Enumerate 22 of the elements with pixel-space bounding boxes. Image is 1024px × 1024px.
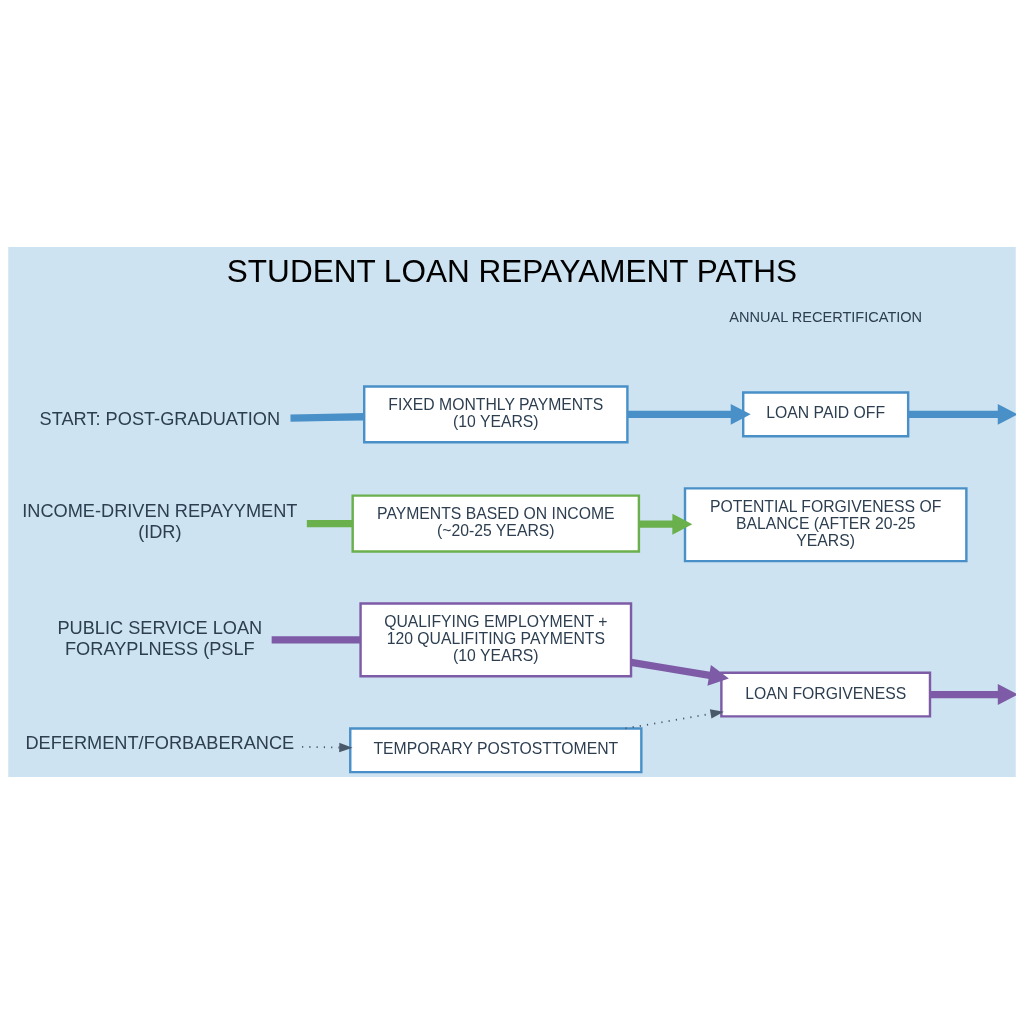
node-box: PAYMENTS BASED ON INCOME (~20-25 YEARS) [351,494,641,553]
node-box: QUALIFYING EMPLOYMENT + 120 QUALIFITING PAYMENTS (10 YEARS) [359,602,633,678]
arrow [301,742,353,753]
label: ANNUAL RECERTIFICATION [729,309,923,326]
arrow [908,403,1016,425]
node-text: DEFERMENT/FORBABERANCE [25,732,295,753]
arrow [639,513,693,535]
node-box: LOAN FORGIVENESS [720,671,932,718]
node-box: TEMPORARY POSTOSTTOMENT [349,727,643,774]
node-box: LOAN PAID OFF [742,391,910,438]
arrow [930,684,1016,705]
node-text: PUBLIC SERVICE LOAN FORAYPLNESS (PSLF [57,617,263,659]
diagram-title: STUDENT LOAN REPAYAMENT PATHS [226,252,798,289]
arrow [627,403,751,425]
node-text: INCOME-DRIVEN REPAYYMENT (IDR) [22,501,298,543]
node-text: START: POST-GRADUATION [39,408,281,429]
node-box: FIXED MONTHLY PAYMENTS (10 YEARS) [363,385,629,444]
connector [271,636,361,644]
connector [306,519,353,528]
node-box: POTENTIAL FORGIVENESS OF BALANCE (AFTER 20-25 YEARS) [683,487,968,563]
arrow [630,658,729,686]
arrow [624,709,724,730]
